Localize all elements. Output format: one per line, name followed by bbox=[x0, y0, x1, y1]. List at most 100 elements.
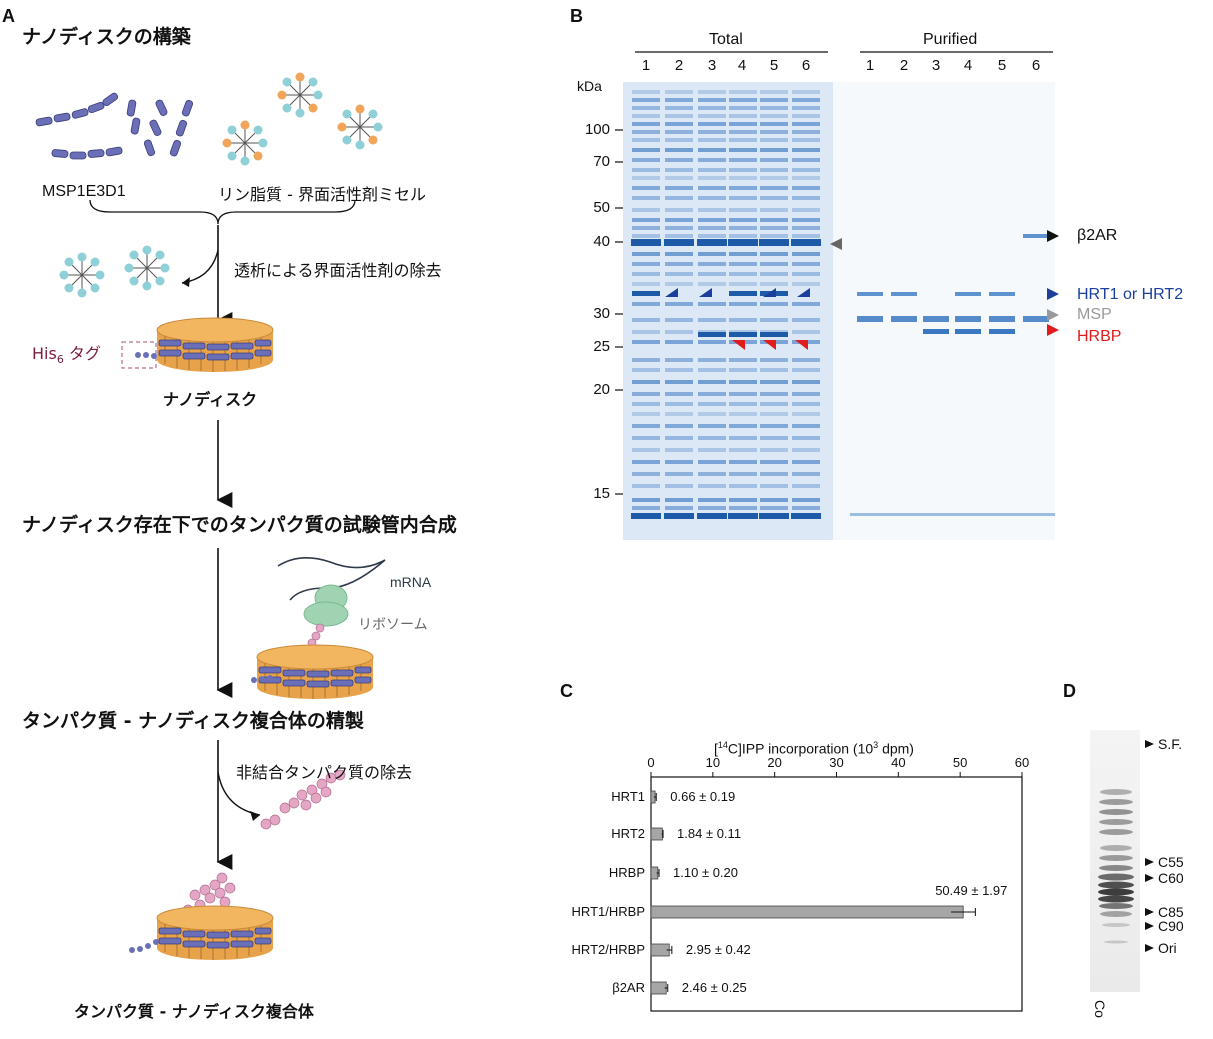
msp-label: MSP1E3D1 bbox=[42, 183, 126, 200]
gel-band bbox=[698, 186, 726, 190]
hrbp-label-arrowhead bbox=[1047, 324, 1059, 336]
gel-band bbox=[665, 272, 693, 276]
gel-band bbox=[698, 282, 726, 286]
gel-band bbox=[632, 330, 660, 334]
gel-band bbox=[760, 138, 788, 142]
hrbp-band bbox=[955, 329, 981, 334]
gel-band bbox=[665, 318, 693, 322]
marker-label: 100 bbox=[584, 121, 610, 138]
gel-front bbox=[850, 513, 1055, 516]
gel-band bbox=[760, 252, 788, 256]
gel-band bbox=[698, 436, 726, 440]
gel-band bbox=[792, 318, 820, 322]
hrt-band bbox=[955, 292, 981, 296]
hrt-band bbox=[729, 291, 757, 296]
x-tick-label: 60 bbox=[1014, 755, 1030, 770]
gel-band bbox=[729, 402, 757, 406]
bar bbox=[650, 905, 964, 919]
gel-band bbox=[729, 252, 757, 256]
gel-band bbox=[698, 158, 726, 162]
nanodisc-label: ナノディスク bbox=[163, 390, 258, 409]
category-label: β2AR bbox=[612, 980, 645, 995]
hrbp-band bbox=[698, 332, 726, 337]
gel-band bbox=[792, 392, 820, 396]
gel-band bbox=[698, 262, 726, 266]
gel-band-40kda bbox=[791, 239, 821, 246]
gel-band bbox=[632, 282, 660, 286]
lane-number: 6 bbox=[801, 57, 811, 74]
lane-number: 3 bbox=[707, 57, 717, 74]
panel-a-diagram bbox=[35, 72, 386, 961]
bar bbox=[650, 943, 670, 957]
gray-arrowhead bbox=[830, 238, 842, 250]
c60-label: C60 bbox=[1158, 870, 1184, 886]
removal-label: 非結合タンパク質の除去 bbox=[236, 763, 413, 782]
gel-band bbox=[760, 358, 788, 362]
gel-band bbox=[760, 106, 788, 110]
hrbp-band bbox=[729, 332, 757, 337]
gel-band bbox=[760, 318, 788, 322]
x-tick-label: 30 bbox=[829, 755, 844, 770]
gel-band bbox=[632, 114, 660, 118]
his-tag-text: His bbox=[32, 344, 57, 363]
gel-band bbox=[665, 208, 693, 212]
gel-band bbox=[792, 130, 820, 134]
gel-band bbox=[729, 262, 757, 266]
gel-band bbox=[698, 196, 726, 200]
gel-band bbox=[792, 272, 820, 276]
gel-band bbox=[792, 506, 820, 510]
gel-band bbox=[665, 252, 693, 256]
lane-number: 5 bbox=[997, 57, 1007, 74]
gel-band bbox=[632, 472, 660, 476]
gel-band bbox=[792, 114, 820, 118]
ribosome-label: リボソーム bbox=[358, 616, 428, 632]
gel-band bbox=[665, 90, 693, 94]
gel-band bbox=[665, 368, 693, 372]
gel-band bbox=[698, 358, 726, 362]
dialysis-label: 透析による界面活性剤の除去 bbox=[234, 261, 442, 280]
gel-band bbox=[632, 252, 660, 256]
gel-band bbox=[729, 114, 757, 118]
gel-band bbox=[792, 168, 820, 172]
gel-band bbox=[698, 106, 726, 110]
tlc-image bbox=[1090, 730, 1154, 992]
gel-band bbox=[729, 484, 757, 488]
x-axis-label: [14C]IPP incorporation (103 dpm) bbox=[714, 740, 914, 757]
gel-band bbox=[632, 130, 660, 134]
gel-band bbox=[665, 424, 693, 428]
category-label: HRT2 bbox=[611, 826, 645, 841]
complex-label: タンパク質 - ナノディスク複合体 bbox=[74, 1002, 314, 1021]
gel-band bbox=[632, 424, 660, 428]
gel-band bbox=[698, 226, 726, 230]
gel-band bbox=[665, 330, 693, 334]
x-axis-label-isotope: 14 bbox=[717, 740, 728, 750]
gel-band bbox=[729, 392, 757, 396]
gel-band bbox=[760, 218, 788, 222]
gel-band bbox=[665, 186, 693, 190]
gel-band bbox=[665, 358, 693, 362]
gel-band bbox=[760, 262, 788, 266]
gel-band bbox=[665, 234, 693, 238]
panel-d-letter: D bbox=[1063, 681, 1076, 701]
gel-band bbox=[665, 484, 693, 488]
lipid-micelle-label: リン脂質 - 界面活性剤ミセル bbox=[218, 185, 426, 204]
origin-label: Ori bbox=[1158, 940, 1177, 956]
gel-band bbox=[760, 196, 788, 200]
gel-band bbox=[729, 368, 757, 372]
category-label: HRT1 bbox=[611, 789, 645, 804]
gel-band bbox=[665, 460, 693, 464]
c90-label: C90 bbox=[1158, 918, 1184, 934]
gel-band bbox=[760, 392, 788, 396]
category-label: HRT1/HRBP bbox=[571, 904, 645, 919]
x-axis-label-mid: C]IPP incorporation (10 bbox=[727, 740, 874, 757]
x-axis-label-prefix: [ bbox=[714, 740, 718, 757]
gel-band bbox=[632, 436, 660, 440]
gel-band bbox=[632, 272, 660, 276]
gel-band bbox=[698, 424, 726, 428]
gel-band-front bbox=[728, 513, 758, 519]
gel-band-40kda bbox=[631, 239, 661, 246]
gel-band bbox=[665, 436, 693, 440]
gel-band bbox=[760, 168, 788, 172]
gel-band bbox=[632, 98, 660, 102]
gel-band bbox=[760, 412, 788, 416]
